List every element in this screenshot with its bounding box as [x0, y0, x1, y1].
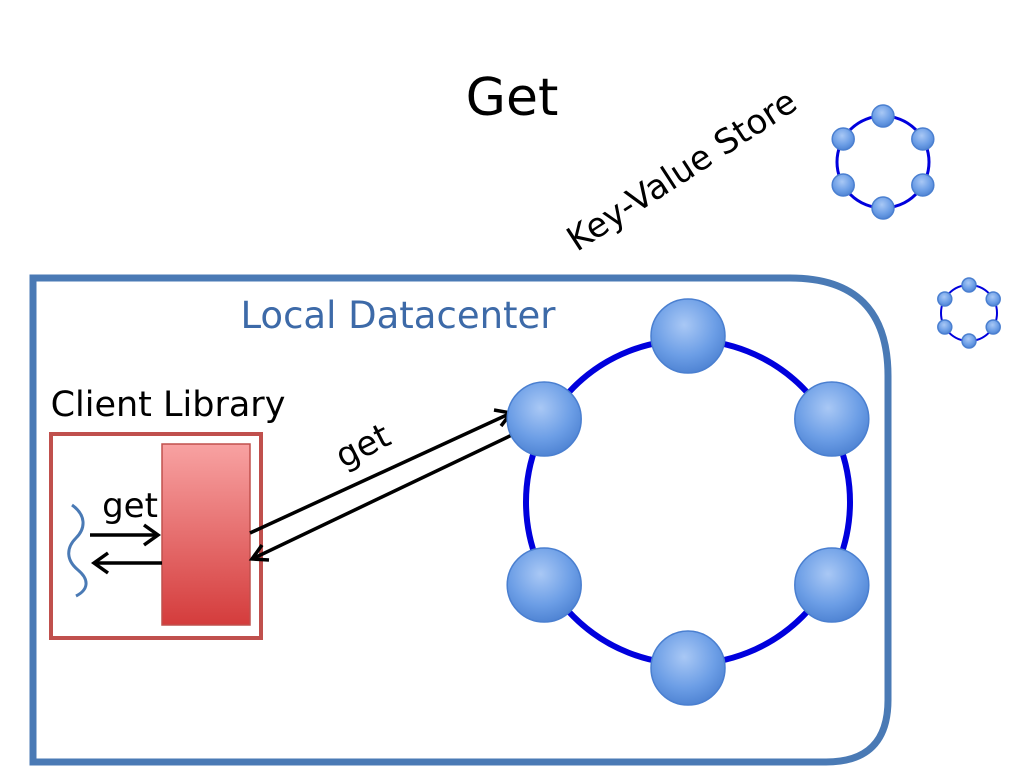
small-ring-node-3 — [911, 173, 935, 197]
main-ring — [506, 298, 870, 706]
tiny-ring-node-3 — [985, 319, 1001, 335]
main-ring-node-6 — [506, 381, 582, 457]
tiny-ring-node-5 — [937, 319, 953, 335]
datacenter-label: Local Datacenter — [240, 294, 556, 337]
client-library-box — [49, 432, 263, 640]
small-ring-top — [831, 104, 935, 220]
small-ring-node-5 — [831, 173, 855, 197]
outer-get-label: get — [329, 416, 397, 477]
inner-request-arrow — [90, 523, 162, 547]
slide-title: Get — [466, 68, 559, 128]
key-value-store-label: Key-Value Store — [560, 82, 804, 260]
tiny-ring-node-2 — [985, 291, 1001, 307]
client-library-label: Client Library — [51, 385, 286, 425]
client-library-block — [161, 443, 251, 626]
inner-get-label: get — [102, 486, 158, 526]
main-ring-node-5 — [506, 547, 582, 623]
main-ring-node-3 — [794, 547, 870, 623]
small-ring-node-2 — [911, 127, 935, 151]
small-ring-node-6 — [831, 127, 855, 151]
tiny-ring-node-4 — [961, 333, 977, 349]
inner-response-arrow — [90, 551, 162, 575]
small-ring-node-4 — [871, 196, 895, 220]
small-ring-node-1 — [871, 104, 895, 128]
datacenter-box — [29, 274, 892, 766]
tiny-ring-node-6 — [937, 291, 953, 307]
tiny-ring-node-1 — [961, 277, 977, 293]
main-ring-node-2 — [794, 381, 870, 457]
app-thread-icon — [67, 503, 88, 598]
main-ring-node-4 — [650, 630, 726, 706]
main-ring-node-1 — [650, 298, 726, 374]
outer-response-arrow — [248, 432, 515, 562]
tiny-ring-right — [937, 277, 1001, 349]
